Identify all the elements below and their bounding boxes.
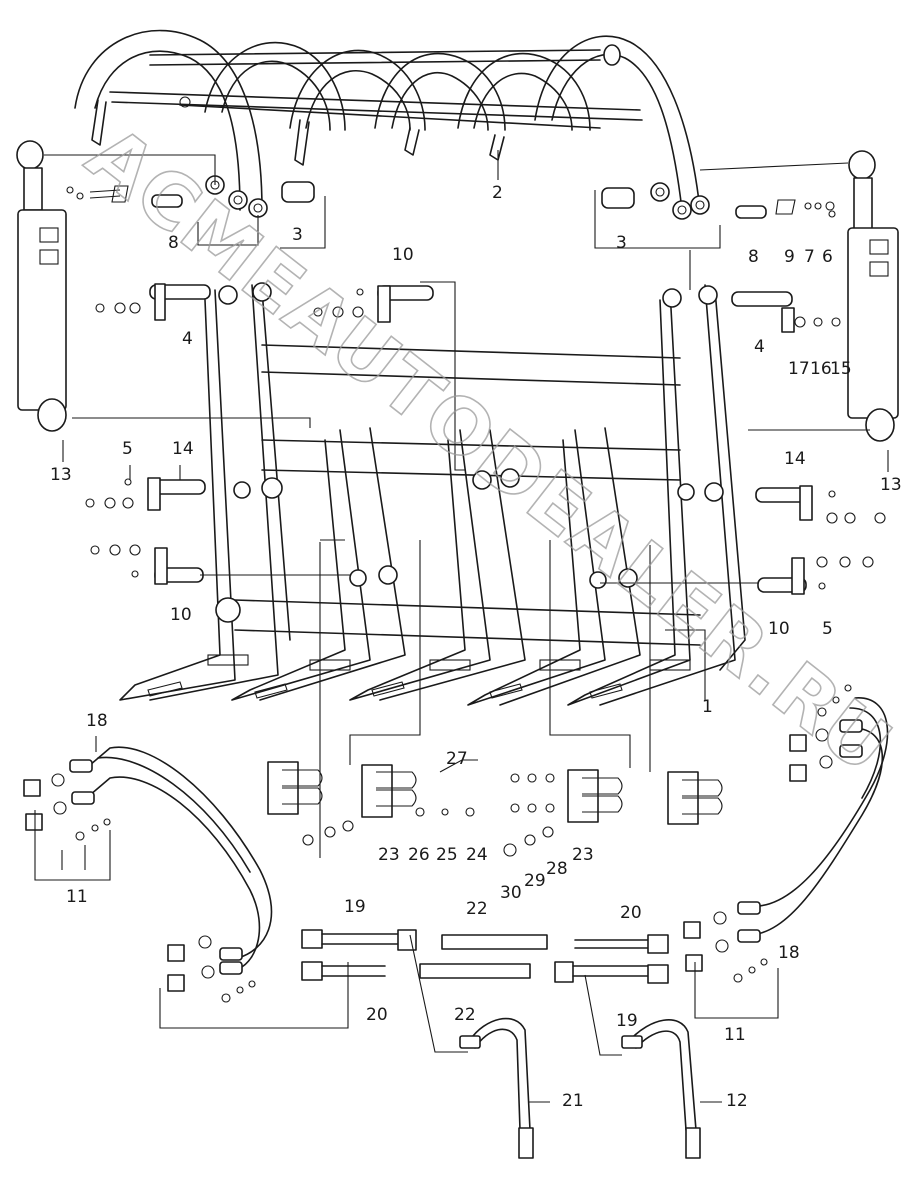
callout-11: 11 [66,887,88,907]
callout-ticks [62,150,889,1103]
callout-30: 30 [500,883,522,903]
callout-24: 24 [466,845,488,865]
callout-10: 10 [392,245,414,265]
callout-11: 11 [724,1025,746,1045]
callout-27: 27 [446,749,468,769]
callout-25: 25 [436,845,458,865]
hydraulic-hoses [23,684,889,1159]
callout-14: 14 [784,449,806,469]
callout-19: 19 [344,897,366,917]
callout-4: 4 [754,337,765,357]
pins-and-fasteners [66,181,886,595]
callout-10: 10 [768,619,790,639]
callout-23: 23 [378,845,400,865]
callout-20: 20 [366,1005,388,1025]
callout-labels: 2 3 3 8 8 9 7 6 4 4 10 17 16 15 13 13 5 … [50,183,902,1111]
callout-16: 16 [810,359,832,379]
callout-18: 18 [778,943,800,963]
grapple-frame [74,29,710,220]
leader-lines [34,154,870,1056]
callout-22: 22 [454,1005,476,1025]
callout-10: 10 [170,605,192,625]
callout-6: 6 [822,247,833,267]
callout-9: 9 [784,247,795,267]
callout-28: 28 [546,859,568,879]
fork-frame [119,282,746,706]
callout-3: 3 [292,225,303,245]
callout-5: 5 [822,619,833,639]
callout-26: 26 [408,845,430,865]
callout-13: 13 [880,475,902,495]
callout-5: 5 [122,439,133,459]
callout-19: 19 [616,1011,638,1031]
hose-clamps [267,761,723,857]
callout-12: 12 [726,1091,748,1111]
callout-21: 21 [562,1091,584,1111]
callout-3: 3 [616,233,627,253]
callout-29: 29 [524,871,546,891]
callout-15: 15 [830,359,852,379]
callout-17: 17 [788,359,810,379]
callout-8: 8 [748,247,759,267]
cylinder-left [16,140,67,432]
callout-22: 22 [466,899,488,919]
callout-7: 7 [804,247,815,267]
callout-8: 8 [168,233,179,253]
callout-13: 13 [50,465,72,485]
callout-2: 2 [492,183,503,203]
callout-1: 1 [702,697,713,717]
callout-4: 4 [182,329,193,349]
callout-23: 23 [572,845,594,865]
callout-20: 20 [620,903,642,923]
callout-18: 18 [86,711,108,731]
callout-14: 14 [172,439,194,459]
cylinder-right [847,150,899,442]
